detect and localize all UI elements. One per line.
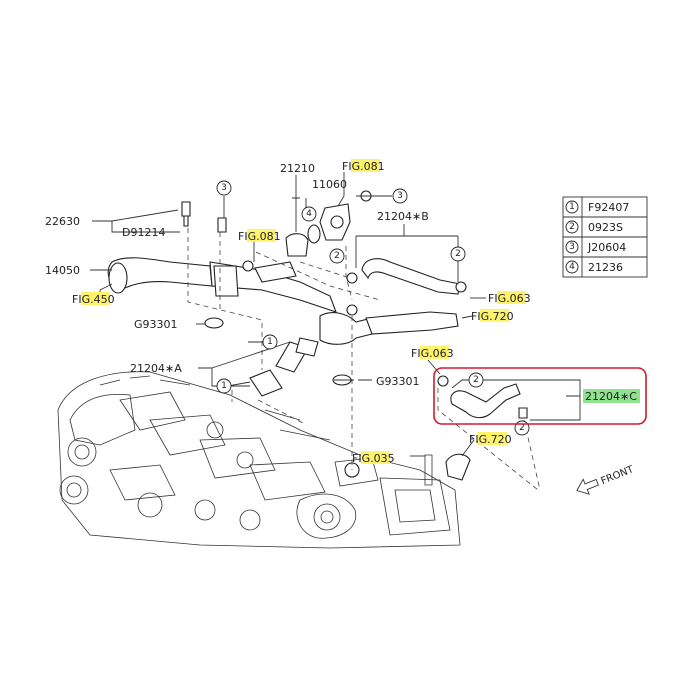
legend-row-1: 1	[565, 200, 579, 214]
part-21210-label: 21210	[280, 162, 315, 175]
callout-markers: 3 4 3 2 2 1 1 2 2	[216, 180, 530, 436]
callout-2-c: 2	[468, 372, 484, 388]
hose-21204c	[437, 375, 528, 419]
part-g93301-left-label: G93301	[134, 318, 178, 331]
ref-fig063-mid[interactable]: FIG.063	[411, 347, 454, 360]
part-21204a-label: 21204∗A	[130, 362, 182, 375]
ref-fig035[interactable]: FIG.035	[352, 452, 395, 465]
legend-row-2: 2	[565, 220, 579, 234]
svg-text:2: 2	[569, 222, 575, 232]
svg-text:1: 1	[267, 337, 273, 347]
part-11060-label: 11060	[312, 178, 347, 191]
svg-text:2: 2	[455, 249, 461, 259]
legend-code-2: 0923S	[588, 221, 623, 234]
part-labels: FIG.081 21210 11060 21204∗B 22630 D91214…	[45, 160, 637, 465]
legend-table: 1 F92407 2 0923S 3 J20604 4 21236	[562, 196, 648, 278]
svg-text:3: 3	[221, 183, 227, 193]
ref-fig063-right[interactable]: FIG.063	[488, 292, 531, 305]
svg-text:4: 4	[306, 209, 312, 219]
callout-2-d: 2	[514, 420, 530, 436]
callout-2-b: 2	[450, 246, 466, 262]
ref-fig081-mid[interactable]: FIG.081	[238, 230, 281, 243]
callout-3-b: 3	[392, 188, 408, 204]
part-21204c-label[interactable]: 21204∗C	[585, 390, 637, 403]
front-arrow: FRONT	[576, 464, 636, 495]
ref-fig720-low[interactable]: FIG.720	[469, 433, 512, 446]
label-highlights	[81, 159, 640, 464]
legend-row-3: 3	[565, 240, 579, 254]
part-22630-label: 22630	[45, 215, 80, 228]
svg-text:4: 4	[569, 262, 575, 272]
legend-code-4: 21236	[588, 261, 623, 274]
svg-text:1: 1	[221, 381, 227, 391]
ref-fig450[interactable]: FIG.450	[72, 293, 115, 306]
svg-text:3: 3	[569, 242, 575, 252]
ref-fig720-right[interactable]: FIG.720	[471, 310, 514, 323]
part-g93301-right-label: G93301	[376, 375, 420, 388]
front-arrow-icon	[576, 478, 599, 495]
part-d91214-label: D91214	[122, 226, 165, 239]
dashed-guides	[187, 228, 541, 491]
front-label: FRONT	[599, 464, 636, 487]
callout-3-a: 3	[216, 180, 232, 196]
coolant-pipe-assembly	[107, 190, 467, 397]
svg-text:1: 1	[569, 202, 575, 212]
callout-2-a: 2	[329, 248, 345, 264]
svg-text:2: 2	[519, 423, 525, 433]
legend-code-3: J20604	[587, 241, 626, 254]
svg-text:3: 3	[397, 191, 403, 201]
part-14050-label: 14050	[45, 264, 80, 277]
selection-box	[433, 367, 647, 425]
legend-code-1: F92407	[588, 201, 629, 214]
svg-text:2: 2	[334, 251, 340, 261]
callout-1-a: 1	[262, 334, 278, 350]
ref-fig081-top[interactable]: FIG.081	[342, 160, 385, 173]
callout-1-b: 1	[216, 378, 232, 394]
engine-block	[57, 371, 471, 549]
svg-text:2: 2	[473, 375, 479, 385]
legend-row-4: 4	[565, 260, 579, 274]
part-21204b-label: 21204∗B	[377, 210, 429, 223]
callout-4: 4	[301, 206, 317, 222]
